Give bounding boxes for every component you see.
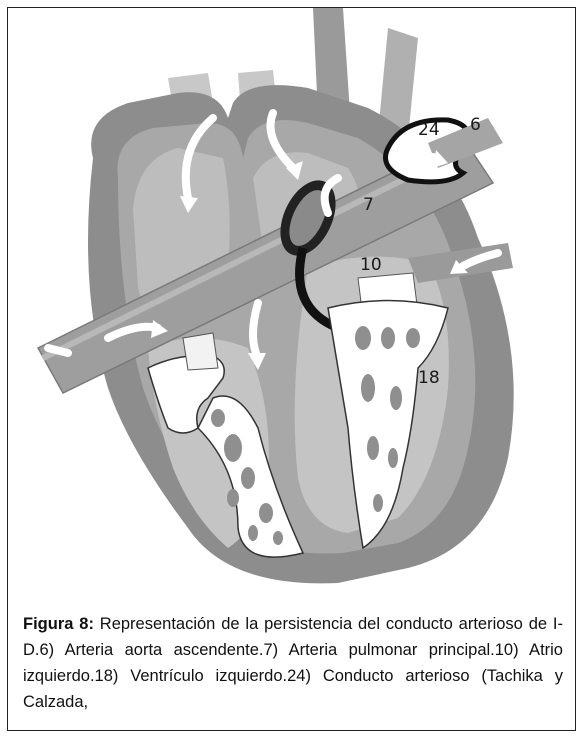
left-valve bbox=[327, 299, 449, 550]
heart-illustration: 24 6 7 10 18 bbox=[36, 8, 514, 584]
label-left-atrium: 10 bbox=[360, 255, 382, 275]
label-aorta: 6 bbox=[470, 115, 481, 135]
figure-caption: Figura 8: Representación de la persisten… bbox=[23, 611, 563, 715]
caption-text: Representación de la persistencia del co… bbox=[23, 615, 563, 711]
figure-frame: 24 6 7 10 18 Figura 8: Representación de… bbox=[7, 7, 576, 731]
label-pulmonary: 7 bbox=[363, 195, 374, 215]
label-ductus: 24 bbox=[418, 120, 440, 140]
caption-label: Figura 8: bbox=[23, 615, 94, 633]
label-left-ventricle: 18 bbox=[418, 368, 440, 388]
